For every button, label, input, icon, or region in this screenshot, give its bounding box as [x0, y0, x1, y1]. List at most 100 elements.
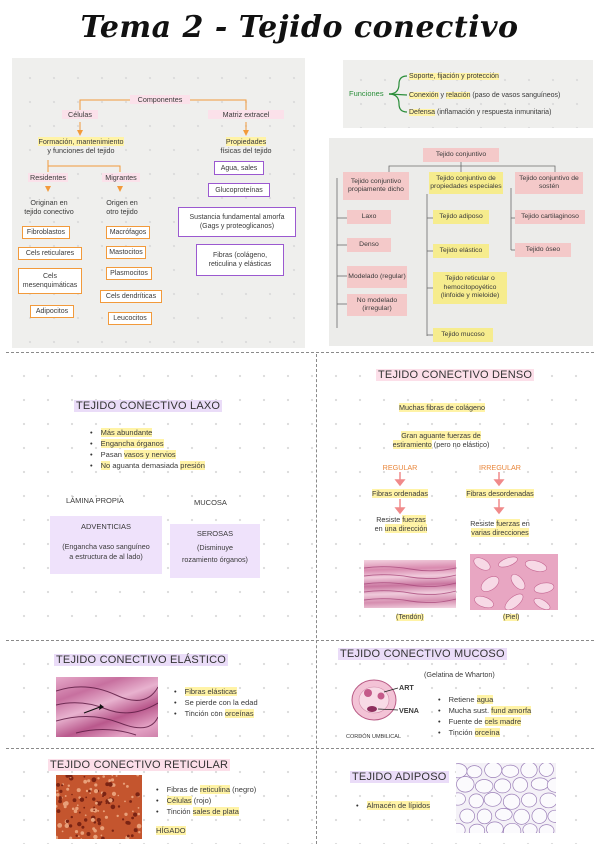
cels-reticulares-box: Cels reticulares: [18, 247, 82, 260]
clasificacion-panel: Tejido conjuntivo Tejido conjuntivo prop…: [329, 138, 593, 346]
matriz-label: Matriz extracel: [208, 110, 284, 119]
laxo-box: Laxo: [347, 210, 391, 224]
tendon-fibers: [364, 566, 456, 604]
propiedades-especiales-box: Tejido conjuntivo de propiedades especia…: [429, 172, 503, 194]
page-title: Tema 2 - Tejido conectivo: [80, 10, 519, 45]
fibras-desordenadas: Fibras desordenadas: [466, 489, 534, 498]
residentes-label: Residentes: [28, 173, 68, 182]
adiposo-bullets: Almacén de lípidos: [356, 800, 431, 811]
propiedades-label: Propiedades físicas del tejido: [220, 137, 272, 155]
mastocitos-box: Mastocitos: [106, 246, 146, 259]
separator-1: [6, 352, 594, 353]
mucoso-bullet-3: Fuente de cels madre: [438, 716, 531, 727]
elastico-box: Tejido elástico: [433, 244, 489, 258]
reticular-bullet-3: Tinción sales de plata: [156, 806, 256, 817]
separator-3: [6, 748, 594, 749]
laxo-bullets: Más abundante Engancha órganos Pasan vas…: [90, 427, 205, 471]
elastico-bullets: Fibras elásticas Se pierde con la edad T…: [174, 686, 258, 719]
celulas-label: Células: [62, 110, 98, 119]
mucosa-label: MUCOSA: [194, 498, 227, 507]
propiamente-dicho-box: Tejido conjuntivo propiamente dicho: [343, 172, 409, 200]
elastico-bullet-2: Se pierde con la edad: [174, 697, 258, 708]
adiposo-box: Tejido adiposo: [433, 210, 489, 224]
laxo-bullet-3: Pasan vasos y nervios: [90, 449, 205, 460]
fibras-ordenadas: Fibras ordenadas: [372, 489, 428, 498]
regular-label: REGULAR: [382, 463, 418, 472]
cordon-umbilical-drawing: [351, 679, 399, 721]
serosas-desc-1: (Disminuye: [197, 543, 233, 552]
serosas-desc-2: rozamiento órganos): [182, 555, 248, 564]
funciones-brace: [388, 75, 408, 113]
oseo-box: Tejido óseo: [515, 243, 571, 257]
adiposo-bullet-1: Almacén de lípidos: [356, 800, 431, 811]
concept-map-panel: Componentes Células Matriz extracel Form…: [12, 58, 305, 348]
laxo-section: [6, 356, 314, 638]
denso-fibras: Muchas fibras de colágeno: [399, 403, 485, 412]
mucoso-bullets: Retiene agua Mucha sust. fund amorfa Fue…: [438, 694, 532, 738]
adventicias-box: ADVENTICIAS (Engancha vaso sanguíneo a e…: [50, 516, 162, 574]
cels-mesenquimaticas-box: Cels mesenquimáticas: [18, 268, 82, 294]
cordon-caption: CORDÓN UMBILICAL: [346, 734, 402, 740]
tejido-conjuntivo-root: Tejido conjuntivo: [423, 148, 499, 162]
irregular-label: IRREGULAR: [479, 463, 521, 472]
reticular-box: Tejido reticular o hemocitopoyético (lin…: [433, 272, 507, 304]
mucoso-bullet-4: Tinción orceína: [438, 727, 531, 738]
adiposo-title: TEJIDO ADIPOSO: [350, 771, 449, 783]
piel-caption: (Piel): [503, 614, 520, 621]
leucocitos-box: Leucocitos: [108, 312, 152, 325]
adiposo-cells: [456, 763, 556, 833]
tendon-caption: (Tendón): [396, 614, 424, 621]
mucoso-bullet-2: Mucha sust. fund amorfa: [438, 705, 532, 716]
reticular-bullet-1: Fibras de reticulina (negro): [156, 784, 256, 795]
adventicias-desc-2: a estructura de al lado): [69, 552, 143, 561]
mucoso-bullet-1: Retiene agua: [438, 694, 531, 705]
reticular-bullet-2: Células (rojo): [156, 795, 256, 806]
vena-label: VENA: [399, 706, 419, 715]
elastico-title: TEJIDO CONECTIVO ELÁSTICO: [54, 654, 229, 666]
adventicias-label: ADVENTICIAS: [80, 522, 131, 531]
clasificacion-connectors: [336, 162, 556, 336]
formacion-label: Formación, mantenimiento y funciones del…: [38, 137, 124, 155]
funcion-defensa: Defensa (inflamación y respuesta inmunit…: [409, 109, 552, 116]
separator-2: [6, 640, 594, 641]
modelado-box: Modelado (regular): [347, 266, 407, 288]
plasmocitos-box: Plasmocitos: [106, 267, 152, 280]
sosten-box: Tejido conjuntivo de sostén: [515, 172, 583, 194]
laxo-title: TEJIDO CONECTIVO LAXO: [74, 400, 223, 412]
mucoso-title: TEJIDO CONECTIVO MUCOSO: [338, 648, 507, 660]
adventicias-desc-1: (Engancha vaso sanguíneo: [62, 542, 150, 551]
tendon-micrograph: [364, 560, 456, 608]
lamina-propia-label: LÁMINA PROPIA: [66, 496, 124, 505]
serosas-box: SEROSAS (Disminuye rozamiento órganos): [170, 524, 260, 578]
reticular-title: TEJIDO CONECTIVO RETICULAR: [48, 759, 231, 771]
denso-box: Denso: [347, 238, 391, 252]
residentes-origen: Originan en tejido conectivo: [24, 198, 74, 216]
adipocitos-box: Adipocitos: [30, 305, 74, 318]
componentes-label: Componentes: [130, 95, 190, 104]
macrofagos-box: Macrófagos: [106, 226, 150, 239]
laxo-bullet-2: Engancha órganos: [90, 438, 205, 449]
fibroblastos-box: Fibroblastos: [22, 226, 70, 239]
funciones-label: Funciones: [349, 89, 384, 98]
elastico-bullet-1: Fibras elásticas: [174, 686, 258, 697]
denso-title: TEJIDO CONECTIVO DENSO: [376, 369, 535, 381]
migrantes-origen: Origen en otro tejido: [106, 198, 138, 216]
agua-sales-box: Agua, sales: [214, 161, 264, 175]
funcion-conexion: Conexión y relación (paso de vasos sangu…: [409, 92, 561, 99]
denso-aguante: Gran aguante fuerzas de estiramiento (pe…: [392, 431, 490, 449]
funcion-soporte: Soporte, fijación y protección: [409, 73, 499, 80]
mucoso-subtitle: (Gelatina de Wharton): [424, 670, 495, 679]
art-label: ART: [399, 683, 414, 692]
mucoso-box: Tejido mucoso: [433, 328, 493, 342]
funciones-panel: Funciones Soporte, fijación y protección…: [343, 60, 593, 128]
resiste-una-direccion: Resiste fuerzas en una dirección: [374, 515, 428, 533]
laxo-bullet-1: Más abundante: [90, 427, 205, 438]
denso-arrows: [394, 472, 505, 515]
fibras-box: Fibras (colágeno, reticulina y elásticas: [196, 244, 284, 276]
elastico-bullet-3: Tinción con orceínas: [174, 708, 258, 719]
reticular-dots: [56, 775, 142, 839]
piel-micrograph: [470, 554, 558, 610]
elastico-fibers: [56, 686, 158, 736]
reticular-bullets: Fibras de reticulina (negro) Células (ro…: [156, 784, 256, 817]
piel-fibers: [473, 556, 555, 610]
